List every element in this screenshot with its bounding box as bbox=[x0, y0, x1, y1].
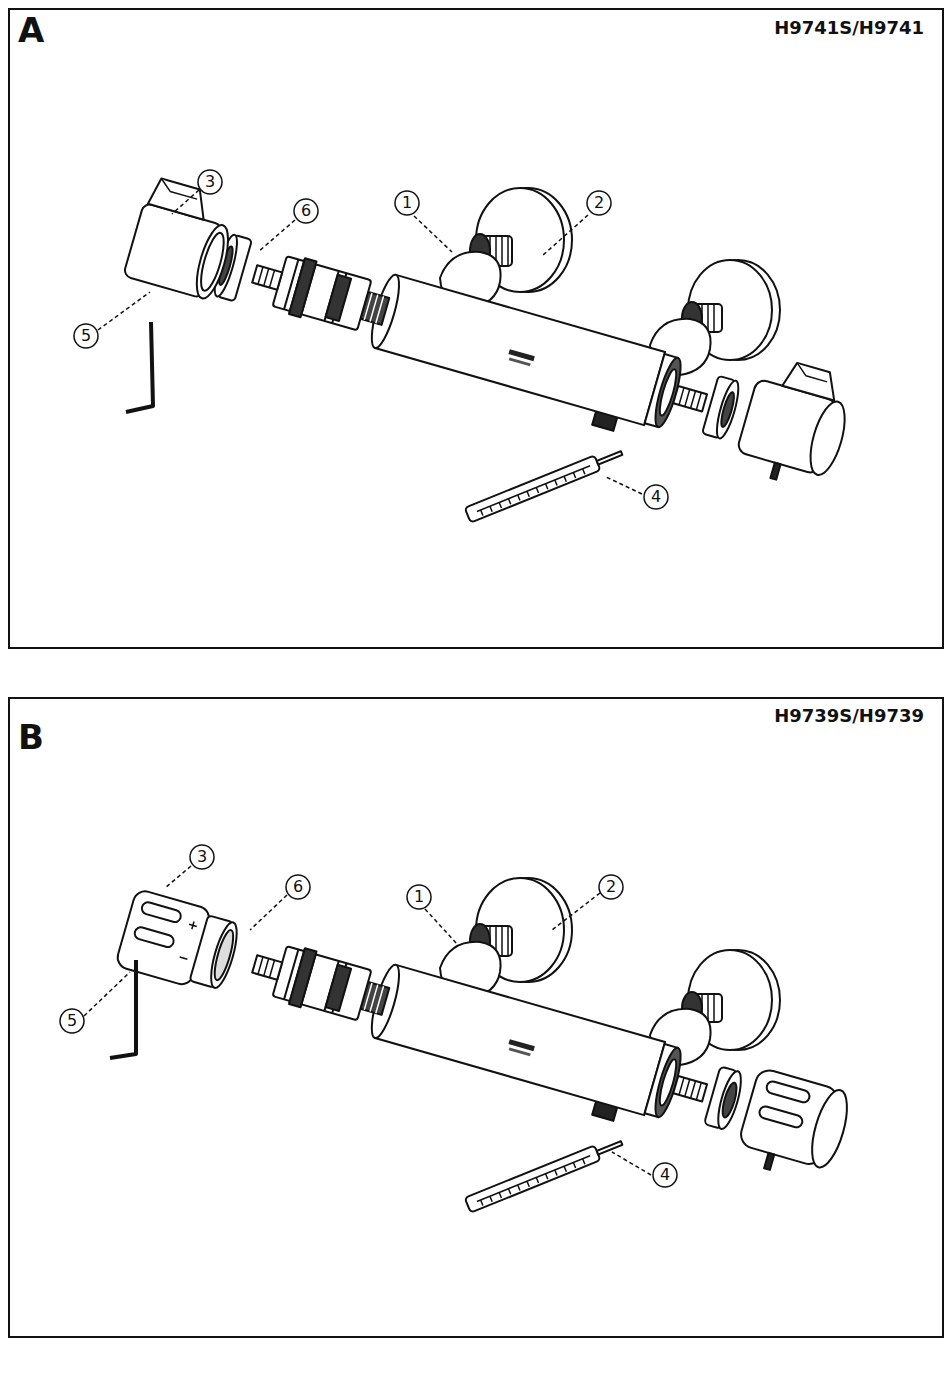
callout-number: 5 bbox=[81, 328, 91, 344]
callout-number: 4 bbox=[651, 489, 661, 505]
callout-number: 2 bbox=[594, 195, 604, 211]
callout-number: 5 bbox=[67, 1013, 77, 1029]
callout-number: 3 bbox=[205, 174, 215, 190]
callout-number: 6 bbox=[293, 879, 303, 895]
callout-number: 4 bbox=[660, 1167, 670, 1183]
callout-number: 1 bbox=[414, 889, 424, 905]
callout-number: 6 bbox=[301, 203, 311, 219]
callout-number: 2 bbox=[606, 879, 616, 895]
panel-frame bbox=[9, 698, 943, 1337]
mixer-b bbox=[60, 845, 854, 1213]
panel-frame bbox=[9, 9, 943, 648]
panel-letter: A bbox=[18, 13, 44, 47]
model-number: H9739S/H9739 bbox=[774, 707, 924, 725]
callout-number: 1 bbox=[402, 195, 412, 211]
panel-letter: B bbox=[18, 720, 44, 754]
callout-number: 3 bbox=[197, 849, 207, 865]
model-number: H9741S/H9741 bbox=[774, 19, 924, 37]
mixer-a bbox=[74, 170, 859, 523]
